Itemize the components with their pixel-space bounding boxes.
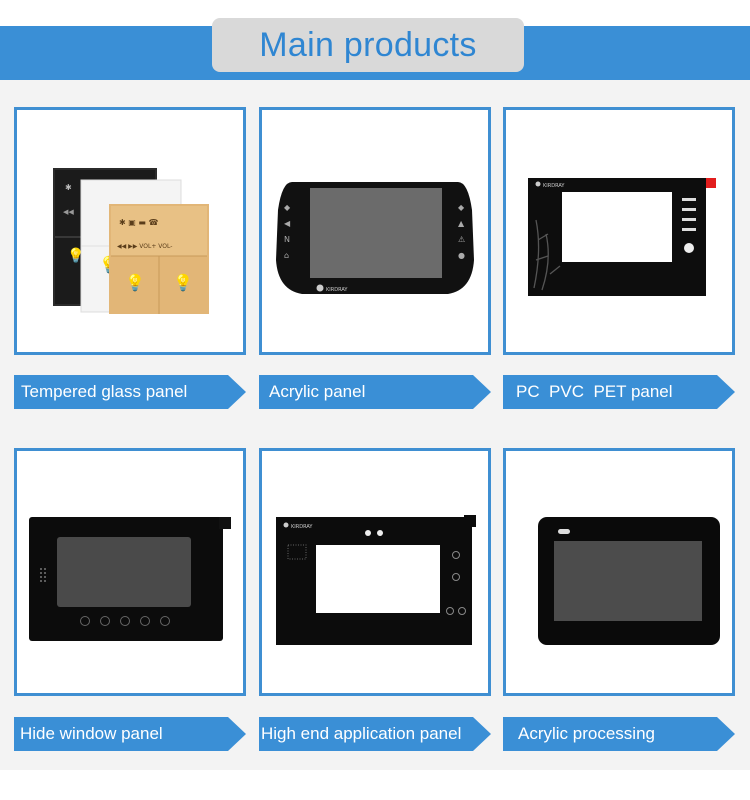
product-label-tempered-glass[interactable]: Tempered glass panel (14, 375, 246, 409)
product-label-hide-window[interactable]: Hide window panel (14, 717, 246, 751)
label-arrow-shape (259, 717, 491, 751)
product-card-acrylic[interactable]: ◆ ◀ N ⌂ ◆ ▲ ⚠ ● KIRDRAY (259, 107, 491, 355)
pc-pvc-pet-panel-brand: KIRDRAY (543, 183, 565, 189)
svg-text:◀◀ ▶▶ VOL+ VOL-: ◀◀ ▶▶ VOL+ VOL- (117, 243, 172, 250)
svg-text:✱: ✱ (65, 183, 72, 192)
high-end-application-panel-image: KIRDRAY (276, 515, 476, 645)
svg-text:◆: ◆ (284, 203, 291, 212)
svg-text:▲: ▲ (458, 219, 465, 228)
label-arrow-shape (503, 375, 735, 409)
product-card-high-end-application[interactable]: KIRDRAY (259, 448, 491, 696)
product-label-text: Hide window panel (20, 724, 163, 743)
title-pill: Main products (212, 18, 524, 72)
product-label-pc-pvc-pet[interactable]: PC PVC PET panel (503, 375, 735, 409)
top-strip (0, 0, 750, 14)
product-card-hide-window[interactable] (14, 448, 246, 696)
product-label-high-end-application[interactable]: High end application panel (259, 717, 491, 751)
label-arrow-shape (259, 375, 491, 409)
product-label-acrylic[interactable]: Acrylic panel (259, 375, 491, 409)
product-card-acrylic-processing[interactable] (503, 448, 735, 696)
product-label-text: PC PVC PET panel (516, 382, 673, 401)
acrylic-processing-image (538, 517, 720, 645)
product-label-text: Acrylic processing (518, 724, 655, 743)
svg-text:●: ● (458, 251, 465, 260)
acrylic-panel-brand: KIRDRAY (326, 287, 348, 293)
svg-text:⌂: ⌂ (284, 251, 289, 260)
high-end-panel-brand: KIRDRAY (291, 524, 313, 530)
svg-text:💡: 💡 (125, 273, 145, 292)
svg-text:💡: 💡 (173, 273, 193, 292)
product-card-pc-pvc-pet[interactable]: KIRDRAY (503, 107, 735, 355)
product-label-text: Acrylic panel (269, 382, 366, 401)
product-label-acrylic-processing[interactable]: Acrylic processing (503, 717, 735, 751)
svg-text:💡: 💡 (67, 247, 84, 264)
svg-text:⚠: ⚠ (458, 235, 465, 244)
hide-window-panel-image (29, 517, 231, 641)
tempered-glass-panel-image: ✱ ◀◀ 💡 💡 ✱ ▣ ▬ ☎ ◀◀ ▶▶ VOL+ VOL- 💡 💡 (53, 168, 209, 314)
page-title: Main products (259, 25, 477, 64)
svg-text:N: N (284, 235, 290, 244)
label-arrow-shape (14, 717, 246, 751)
product-label-text: High end application panel (261, 724, 462, 743)
label-arrow-shape (14, 375, 246, 409)
product-label-text: Tempered glass panel (21, 382, 188, 401)
label-arrow-shape (503, 717, 735, 751)
acrylic-panel-image: ◆ ◀ N ⌂ ◆ ▲ ⚠ ● KIRDRAY (276, 182, 474, 294)
product-card-tempered-glass[interactable]: ✱ ◀◀ 💡 💡 ✱ ▣ ▬ ☎ ◀◀ ▶▶ VOL+ VOL- 💡 💡 (14, 107, 246, 355)
svg-text:◀: ◀ (284, 219, 291, 228)
svg-text:◆: ◆ (458, 203, 465, 212)
pc-pvc-pet-panel-image: KIRDRAY (528, 178, 716, 296)
svg-text:✱ ▣ ▬ ☎: ✱ ▣ ▬ ☎ (119, 218, 158, 227)
svg-text:◀◀: ◀◀ (63, 208, 74, 216)
